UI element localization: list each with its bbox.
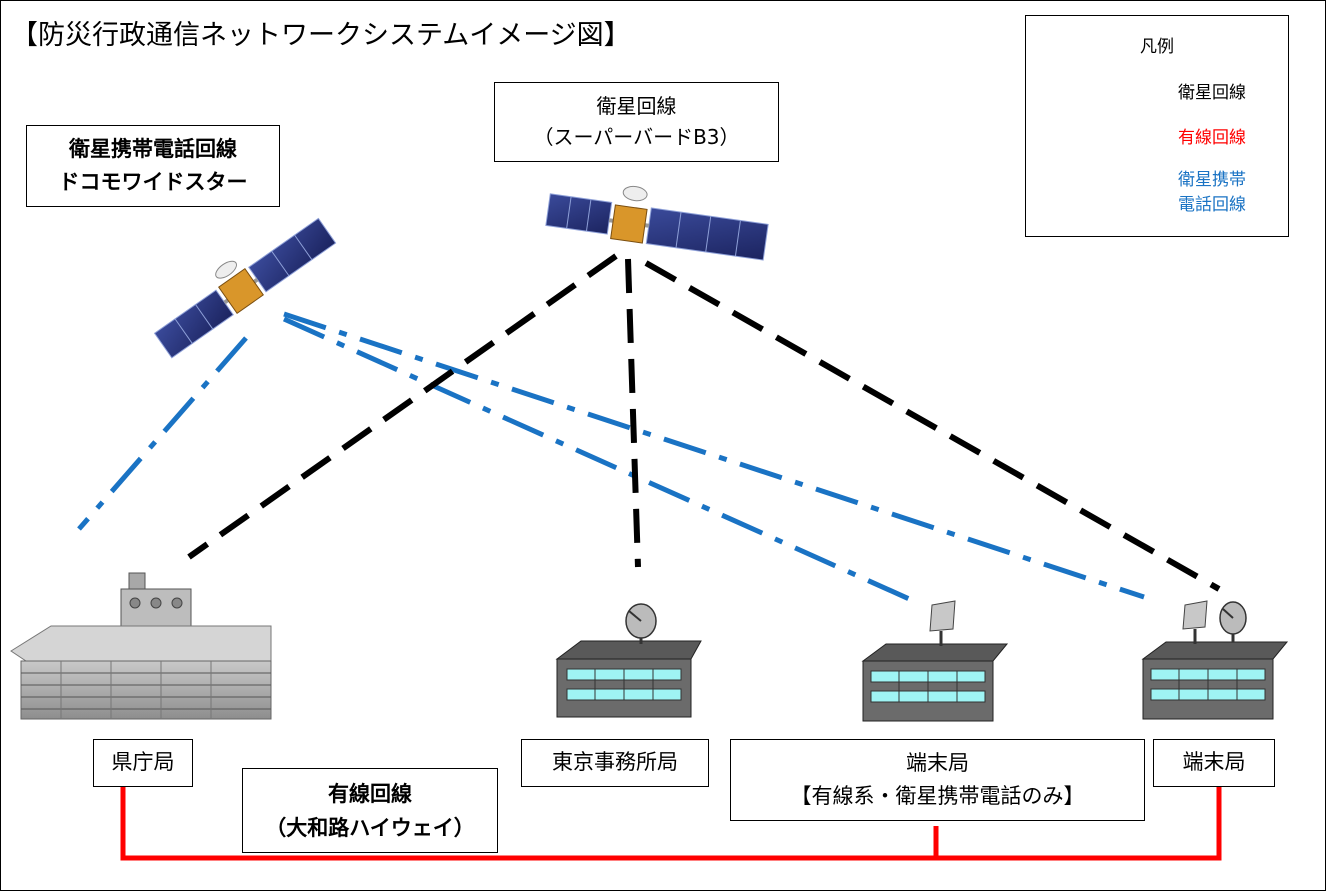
satellite-line-label-line-2: （スーパーバードB3） [533, 125, 740, 149]
terminal-station-a-label-line-2: 【有線系・衛星携帯電話のみ】 [790, 784, 1085, 808]
legend-label-satphone-line-1: 衛星携帯 [1178, 170, 1246, 190]
satphone-lines [77, 311, 1145, 605]
flat-panel-antenna-icon [929, 600, 956, 646]
satellite-icon [545, 185, 769, 261]
satellite-line-label: 衛星回線 （スーパーバードB3） [494, 82, 779, 162]
page-title: 【防災行政通信ネットワークシステムイメージ図】 [11, 20, 631, 51]
parabolic-antenna-icon [1219, 601, 1247, 642]
satellite-line-to-terminal-b [644, 260, 1221, 592]
satphone-line-to-terminal-b [283, 311, 1145, 600]
office-building-icon [861, 643, 1009, 722]
satellite-icon [153, 217, 337, 359]
prefectural-office-building-icon [10, 572, 272, 720]
prefecture-station-label: 県庁局 [93, 739, 193, 787]
parabolic-antenna-icon [625, 603, 657, 644]
terminal-station-a-label: 端末局 【有線系・衛星携帯電話のみ】 [730, 739, 1145, 821]
satellite-line-label-line-1: 衛星回線 [596, 94, 677, 118]
satellite-phone-label: 衛星携帯電話回線 ドコモワイドスター [26, 125, 280, 207]
terminal-station-b-label: 端末局 [1153, 739, 1275, 787]
wired-line-label-line-2: （大和路ハイウェイ） [265, 816, 475, 840]
tokyo-office-station-label: 東京事務所局 [521, 739, 709, 787]
wired-line-label: 有線回線 （大和路ハイウェイ） [242, 768, 498, 853]
legend-label-satphone-line-2: 電話回線 [1178, 195, 1246, 215]
satellite-phone-label-line-2: ドコモワイドスター [58, 170, 248, 194]
office-building-icon [555, 640, 702, 718]
flat-panel-antenna-icon [1182, 600, 1208, 644]
satphone-line-to-terminal-a [282, 316, 918, 605]
satellite-line-to-prefecture [187, 253, 618, 560]
wired-line-main [120, 785, 1222, 861]
satphone-line-to-prefecture [77, 336, 248, 531]
legend-title: 凡例 [1140, 37, 1174, 57]
satellite-lines [187, 253, 1221, 592]
satellite-line-to-tokyo [625, 258, 641, 568]
satellite-phone-label-line-1: 衛星携帯電話回線 [69, 137, 237, 161]
legend-label-satellite: 衛星回線 [1178, 83, 1246, 103]
office-building-icon [1141, 641, 1289, 720]
legend-label-wired: 有線回線 [1178, 128, 1246, 148]
legend: 凡例 衛星回線 有線回線 衛星携帯 電話回線 [1025, 15, 1289, 237]
wired-line [120, 785, 1222, 861]
wired-line-label-line-1: 有線回線 [328, 782, 412, 806]
terminal-station-a-label-line-1: 端末局 [906, 751, 969, 775]
